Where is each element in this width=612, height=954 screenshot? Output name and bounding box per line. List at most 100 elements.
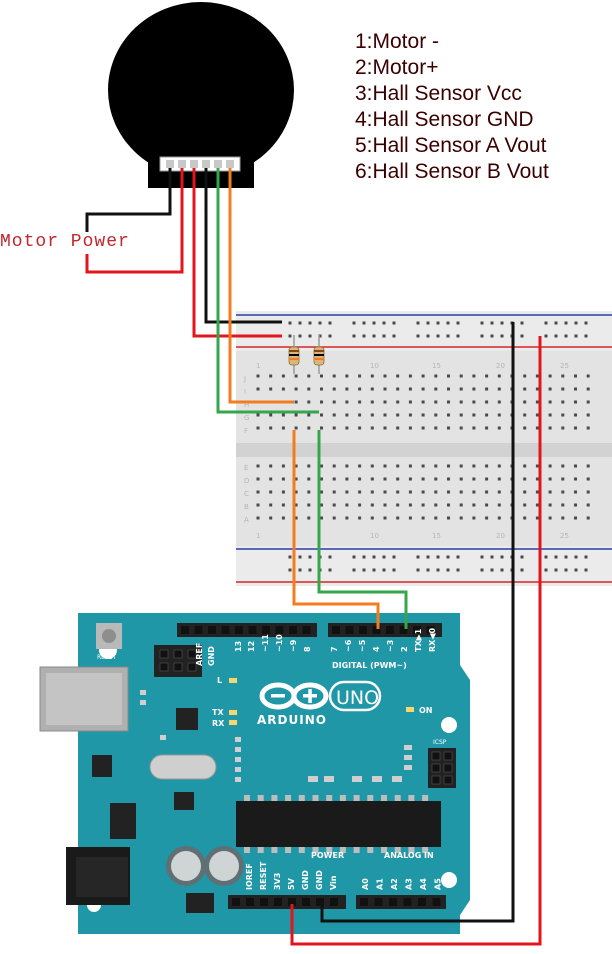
breadboard-hole bbox=[586, 464, 590, 468]
header-hole bbox=[221, 626, 230, 634]
breadboard-hole bbox=[370, 426, 374, 430]
breadboard-hole bbox=[307, 426, 311, 430]
breadboard-hole bbox=[281, 426, 285, 430]
breadboard-hole bbox=[586, 413, 590, 417]
rail-hole bbox=[574, 334, 578, 338]
rail-hole bbox=[456, 568, 460, 572]
digital-pin-label: TX▶1 bbox=[414, 628, 423, 652]
rail-hole bbox=[426, 568, 430, 572]
rail-hole bbox=[372, 321, 376, 325]
rail-hole bbox=[308, 334, 312, 338]
breadboard-hole bbox=[408, 387, 412, 391]
breadboard-hole bbox=[332, 503, 336, 507]
mcu-pin bbox=[367, 847, 374, 853]
breadboard-hole bbox=[269, 374, 273, 378]
header-hole bbox=[432, 898, 441, 906]
breadboard-hole bbox=[281, 413, 285, 417]
breadboard-hole bbox=[485, 374, 489, 378]
breadboard-hole bbox=[345, 516, 349, 520]
led-rx bbox=[229, 720, 237, 725]
breadboard-hole bbox=[320, 413, 323, 417]
breadboard-hole bbox=[294, 374, 298, 378]
breadboard-hole bbox=[535, 477, 539, 481]
breadboard-hole bbox=[447, 477, 450, 481]
breadboard-hole bbox=[459, 387, 463, 391]
breadboard-hole bbox=[548, 400, 552, 404]
mcu-pin bbox=[326, 847, 333, 853]
rail-hole bbox=[392, 555, 396, 559]
breadboard-hole bbox=[396, 374, 400, 378]
digital-pin-label: 4 bbox=[372, 646, 381, 652]
breadboard-hole bbox=[459, 426, 463, 430]
rail-hole bbox=[480, 555, 484, 559]
rail-hole bbox=[446, 555, 450, 559]
breadboard-hole bbox=[434, 374, 438, 378]
breadboard-hole bbox=[548, 374, 552, 378]
breadboard-hole bbox=[408, 490, 412, 494]
rail-hole bbox=[372, 334, 376, 338]
breadboard-hole bbox=[447, 426, 450, 430]
breadboard-hole bbox=[358, 464, 362, 468]
mcu-pin bbox=[285, 847, 292, 853]
breadboard-hole bbox=[485, 400, 489, 404]
breadboard-hole bbox=[548, 426, 552, 430]
breadboard-hole bbox=[421, 464, 425, 468]
mcu-pin bbox=[326, 795, 333, 801]
breadboard-hole bbox=[548, 516, 552, 520]
mcu-pins bbox=[244, 795, 429, 853]
header-hole bbox=[399, 626, 408, 634]
breadboard-hole bbox=[421, 387, 425, 391]
breadboard-hole bbox=[485, 503, 489, 507]
breadboard-hole bbox=[574, 464, 577, 468]
breadboard-hole bbox=[408, 516, 412, 520]
motor-body bbox=[108, 2, 294, 178]
breadboard-hole bbox=[586, 426, 590, 430]
row-letter-C: C bbox=[244, 490, 249, 498]
breadboard-hole bbox=[574, 477, 577, 481]
rail-hole bbox=[328, 568, 332, 572]
rail-hole bbox=[298, 334, 302, 338]
breadboard-hole bbox=[383, 413, 387, 417]
row-letter-H: H bbox=[244, 401, 249, 409]
breadboard-hole bbox=[294, 477, 298, 481]
breadboard-hole bbox=[332, 516, 336, 520]
rail-hole bbox=[382, 321, 386, 325]
header-hole bbox=[426, 626, 435, 634]
digital-pin-label: 12 bbox=[247, 641, 256, 652]
rail-hole bbox=[520, 334, 524, 338]
breadboard-hole bbox=[535, 413, 539, 417]
header-hole bbox=[289, 626, 297, 634]
rail-hole bbox=[362, 555, 366, 559]
mcu-pin bbox=[408, 795, 415, 801]
breadboard-hole bbox=[269, 426, 273, 430]
breadboard-hole bbox=[561, 413, 565, 417]
breadboard-hole bbox=[294, 464, 298, 468]
breadboard-hole bbox=[345, 464, 349, 468]
breadboard-hole bbox=[396, 516, 400, 520]
rail-hole bbox=[584, 555, 588, 559]
rail-hole bbox=[382, 568, 386, 572]
breadboard-hole bbox=[320, 387, 323, 391]
breadboard-hole bbox=[307, 374, 311, 378]
breadboard-hole bbox=[307, 477, 311, 481]
mcu-pin bbox=[353, 795, 360, 801]
regulator bbox=[110, 803, 136, 839]
mcu-pin bbox=[339, 795, 346, 801]
arduino-logo: UNO ARDUINO bbox=[257, 680, 382, 727]
breadboard-hole bbox=[307, 387, 311, 391]
rail-hole bbox=[382, 334, 386, 338]
rail-hole bbox=[298, 568, 302, 572]
rail-hole bbox=[520, 568, 524, 572]
led-tx bbox=[229, 710, 237, 715]
breadboard-hole bbox=[497, 387, 501, 391]
breadboard-hole bbox=[269, 387, 273, 391]
breadboard-hole bbox=[358, 374, 362, 378]
breadboard-hole bbox=[472, 516, 476, 520]
mcu-pin bbox=[244, 847, 250, 853]
small-chip bbox=[174, 792, 194, 810]
header-hole bbox=[208, 626, 216, 634]
led-on bbox=[406, 707, 414, 712]
breadboard-hole bbox=[447, 387, 450, 391]
breadboard-hole bbox=[408, 477, 412, 481]
chip-bottom bbox=[186, 893, 214, 913]
